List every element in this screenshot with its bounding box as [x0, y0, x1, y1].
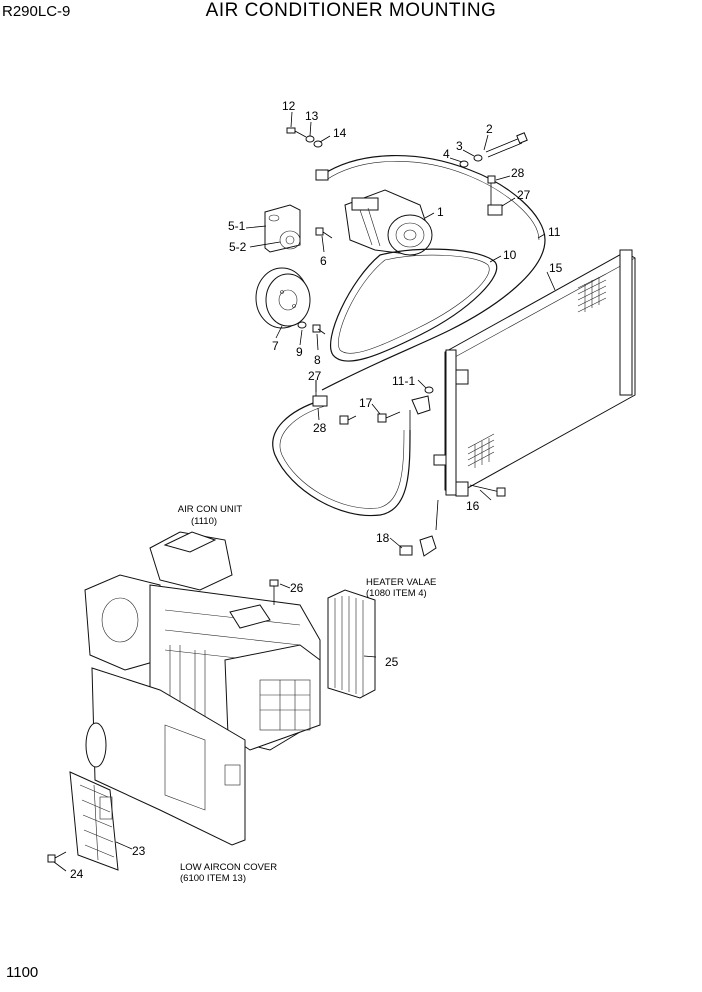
- callout-28-lower: 28: [313, 421, 327, 435]
- callout-27-top: 27: [517, 188, 531, 202]
- condenser-15: [433, 249, 636, 497]
- notes: AIR CON UNIT (1110) HEATER VALAE (1080 I…: [178, 504, 437, 884]
- compressor-1: [344, 189, 433, 256]
- washer-13: [305, 135, 315, 143]
- callout-4: 4: [443, 147, 450, 161]
- callout-27-lower: 27: [308, 369, 322, 383]
- callout-3: 3: [456, 139, 463, 153]
- washer-3: [473, 154, 483, 162]
- callout-5-2: 5-2: [229, 240, 247, 254]
- tensioner-5: [264, 204, 301, 253]
- note-heater-valve-ref: (1080 ITEM 4): [366, 588, 427, 599]
- callout-11-1: 11-1: [392, 374, 415, 388]
- screw-24: [47, 851, 67, 863]
- callout-2: 2: [486, 122, 493, 136]
- filter-25: [327, 589, 376, 699]
- bolt-8: [312, 324, 326, 335]
- low-aircon-cover: [85, 667, 246, 846]
- grille-23: [69, 771, 119, 871]
- callout-25: 25: [385, 655, 399, 669]
- bolt-17: [377, 411, 401, 423]
- callout-13: 13: [305, 109, 319, 123]
- bolt-12: [286, 127, 307, 138]
- leader-lines: [53, 111, 556, 872]
- hose-lower: [272, 399, 411, 517]
- callout-10: 10: [503, 248, 517, 262]
- note-heater-valve: HEATER VALAE: [366, 577, 436, 588]
- bolt-2: [485, 132, 528, 158]
- air-con-unit: [84, 531, 321, 751]
- washer-4: [459, 160, 469, 168]
- callout-8: 8: [314, 353, 321, 367]
- note-low-cover-ref: (6100 ITEM 13): [180, 873, 246, 884]
- model-label: R290LC-9: [2, 3, 71, 20]
- callout-26: 26: [290, 581, 304, 595]
- note-air-con-unit-ref: (1110): [191, 516, 217, 527]
- callout-1: 1: [437, 205, 444, 219]
- callout-28-top: 28: [511, 166, 525, 180]
- callout-7: 7: [272, 339, 279, 353]
- fitting-11-1: [409, 386, 434, 430]
- callout-9: 9: [296, 345, 303, 359]
- callout-6: 6: [320, 254, 327, 268]
- callout-17: 17: [359, 396, 373, 410]
- bolt-16: [469, 484, 506, 497]
- callout-18: 18: [376, 531, 390, 545]
- hose-11: [321, 154, 546, 391]
- clamp-27-lower: [312, 380, 328, 407]
- bolt-28-lower: [339, 415, 357, 425]
- callout-14: 14: [333, 126, 347, 140]
- callout-11: 11: [548, 225, 561, 239]
- washer-14: [313, 140, 323, 148]
- bolt-6: [315, 227, 333, 239]
- washer-9: [297, 321, 307, 329]
- v-belt-10: [329, 248, 498, 362]
- callout-16: 16: [466, 499, 480, 513]
- pulley-7: [255, 267, 311, 329]
- page-title: AIR CONDITIONER MOUNTING: [205, 0, 497, 21]
- heater-valve-18: [399, 499, 439, 557]
- callout-5-1: 5-1: [228, 219, 246, 233]
- note-low-cover: LOW AIRCON COVER: [180, 862, 277, 873]
- hose-fitting-top: [315, 169, 329, 181]
- page-number: 1100: [6, 964, 39, 981]
- callout-15: 15: [549, 261, 563, 275]
- note-air-con-unit: AIR CON UNIT: [178, 504, 243, 515]
- callouts: 12 13 14 2 3 4 28 27 1 5-1 5-2 6 11 10 1…: [70, 99, 563, 881]
- callout-12: 12: [282, 99, 296, 113]
- callout-24: 24: [70, 867, 84, 881]
- clamp-27-top: [487, 175, 503, 216]
- callout-23: 23: [132, 844, 146, 858]
